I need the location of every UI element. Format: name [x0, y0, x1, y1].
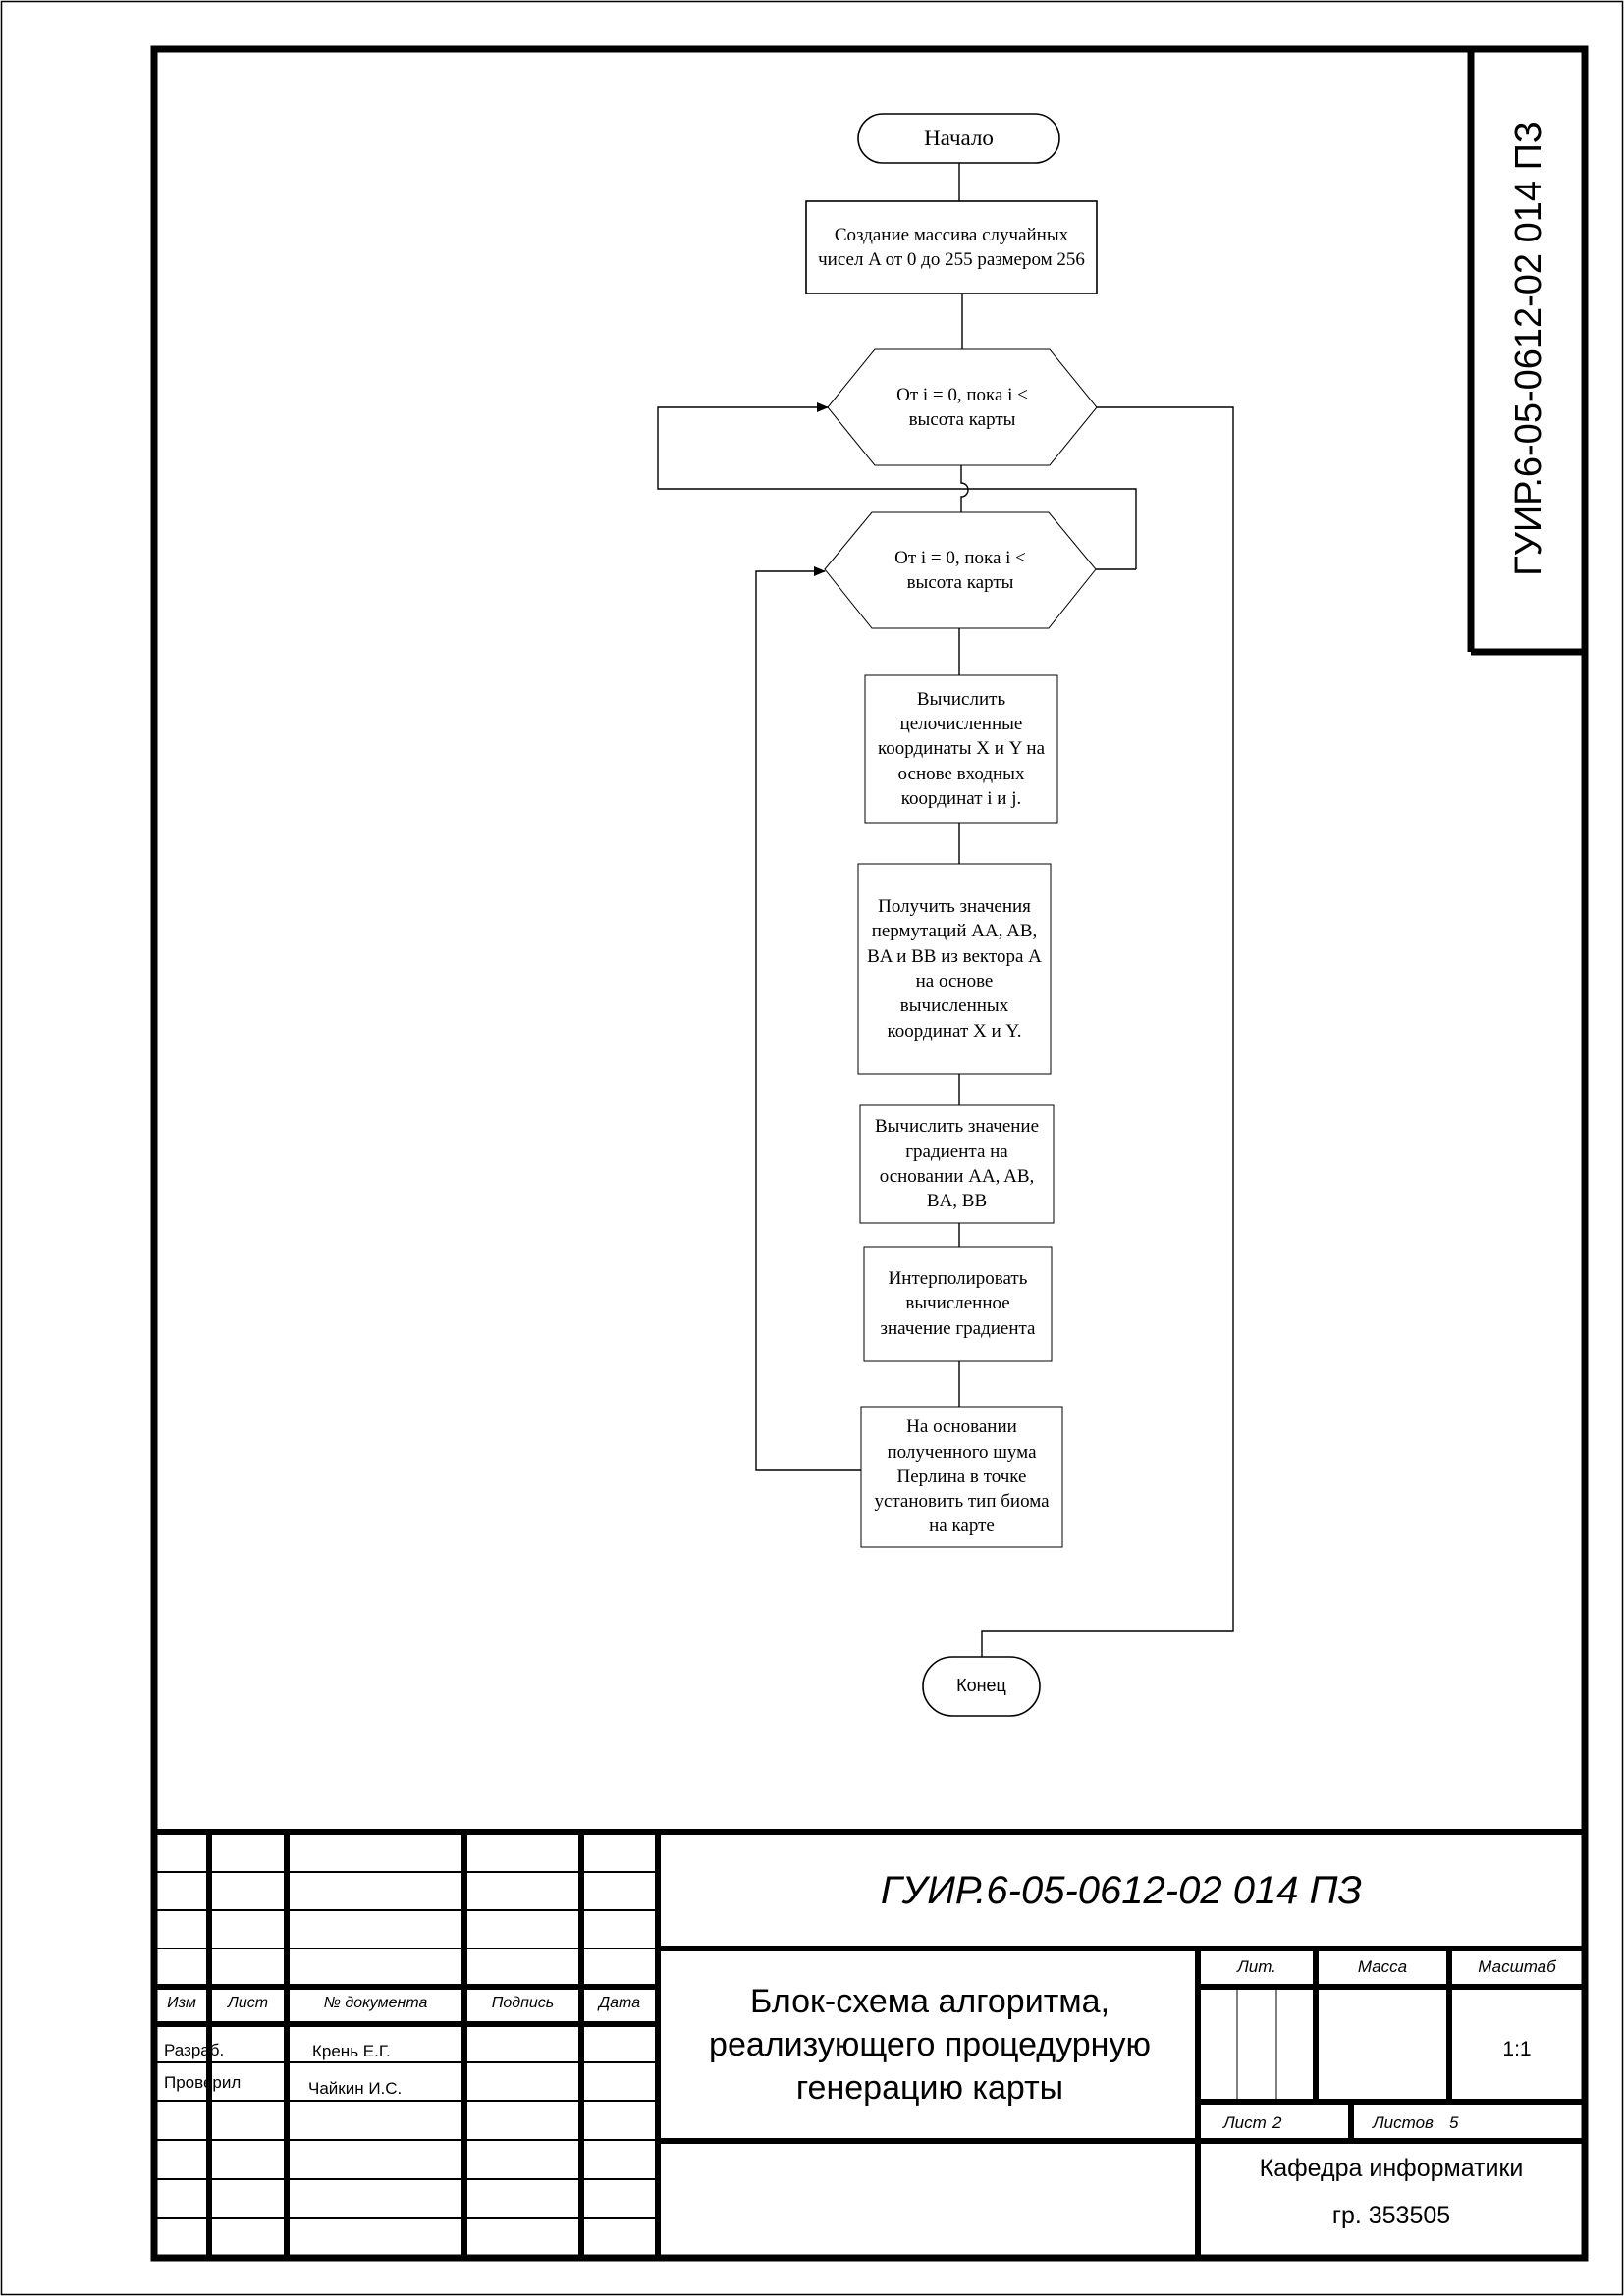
header-doc-number: № документа: [323, 1995, 428, 2011]
flowchart: [657, 113, 1234, 1717]
document-title: Блок-схема алгоритма, реализующего проце…: [709, 1982, 1151, 2108]
header-signature: Подпись: [491, 1995, 555, 2011]
end-terminator: [922, 1656, 1041, 1717]
interpolate-text: Интерполировать вычисленное значение гра…: [880, 1268, 1036, 1339]
sheet-label: Лист: [1223, 2113, 1267, 2132]
coordinates-text: Вычислить целочисленные координаты X и Y…: [877, 688, 1046, 809]
permutations-text: Получить значения пермутаций AA, AB, BA …: [867, 896, 1042, 1041]
sheets-total: 5: [1449, 2113, 1459, 2132]
interpolate-process-box: [863, 1246, 1053, 1362]
role-developer: Разраб.: [164, 2041, 225, 2059]
header-izm: Изм: [167, 1995, 196, 2011]
role-checker: Проверил: [164, 2073, 242, 2092]
init-process-box: [805, 200, 1098, 294]
lit-label: Лит.: [1237, 1957, 1276, 1976]
document-code: ГУИР.6-05-0612-02 014 ПЗ: [880, 1869, 1363, 1912]
permutations-process-box: [857, 863, 1052, 1075]
scale-label: Масштаб: [1478, 1957, 1556, 1976]
start-label: Начало: [924, 125, 994, 150]
inner-loop-condition: От i = 0, пока i < высота карты: [894, 547, 1026, 593]
outer-loop-condition: От i = 0, пока i < высота карты: [896, 384, 1028, 430]
coordinates-process-box: [864, 674, 1058, 824]
gradient-text: Вычислить значение градиента на основани…: [874, 1116, 1040, 1212]
biome-text: На основании полученного шума Перлина в …: [874, 1416, 1050, 1537]
init-process-text: Создание массива случайных чисел A от 0 …: [818, 224, 1085, 270]
gradient-process-box: [859, 1104, 1055, 1224]
end-label: Конец: [956, 1676, 1006, 1696]
biome-process-box: [860, 1406, 1063, 1548]
side-document-code: ГУИР.6-05-0612-02 014 ПЗ: [1508, 121, 1549, 576]
sheets-label: Листов: [1373, 2113, 1434, 2132]
title-block-lines: [154, 1829, 1585, 2258]
department-name: Кафедра информатики: [1259, 2155, 1524, 2182]
drawing-frame: [150, 45, 1589, 2262]
sheet-number: 2: [1272, 2113, 1282, 2132]
header-list: Лист: [227, 1995, 269, 2011]
developer-name: Крень Е.Г.: [312, 2042, 391, 2060]
checker-name: Чайкин И.С.: [308, 2079, 403, 2098]
scale-value: 1:1: [1502, 2038, 1532, 2060]
mass-label: Масса: [1357, 1957, 1408, 1976]
group-number: гр. 353505: [1331, 2202, 1451, 2229]
header-date: Дата: [598, 1995, 641, 2011]
